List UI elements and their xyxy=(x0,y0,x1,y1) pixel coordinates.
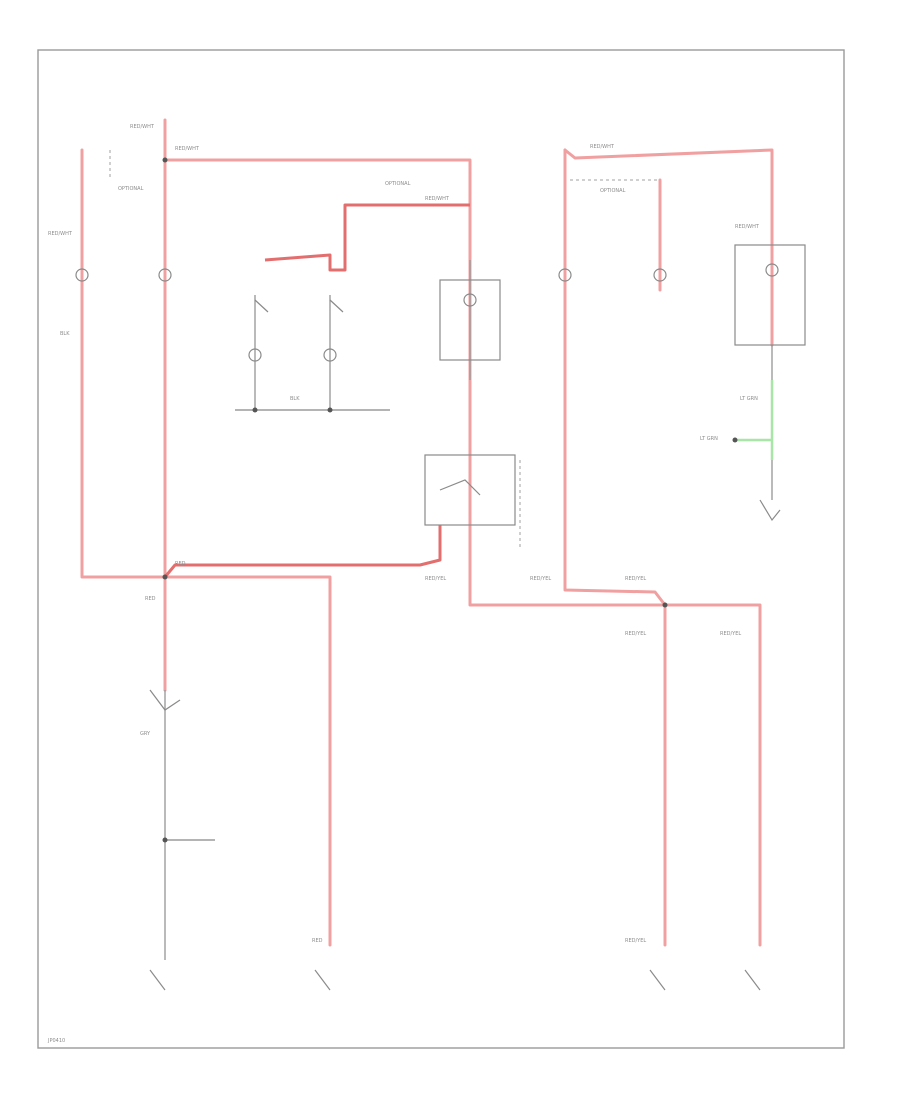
bulb-left-courtesy xyxy=(75,268,89,282)
components xyxy=(75,244,806,991)
wire-label: RED/WHT xyxy=(48,231,73,237)
wire-label: OPTIONAL xyxy=(600,188,626,194)
diagram-frame xyxy=(37,49,845,1049)
relay-bulb xyxy=(463,293,477,307)
bulb-left-courtesy-2 xyxy=(158,268,172,282)
switch-driver-door xyxy=(149,689,181,711)
wire-label: LT GRN xyxy=(700,436,718,442)
red-wire-active-upper xyxy=(264,203,470,272)
wire-label: RED xyxy=(312,938,323,944)
node-branch xyxy=(162,837,168,843)
red-wire-bottom-branch xyxy=(163,575,332,947)
bulb-center-left xyxy=(558,268,572,282)
wire-label: RED/WHT xyxy=(175,146,200,152)
wire-label: GRY xyxy=(140,731,151,737)
wire-label: RED xyxy=(175,561,186,567)
cargo-lamp-box xyxy=(734,244,806,346)
node-main-top xyxy=(162,157,168,163)
bulb-center-right xyxy=(653,268,667,282)
node-green xyxy=(732,437,738,443)
red-wire-right-run xyxy=(663,603,762,947)
wire-label: BLK xyxy=(60,331,70,337)
switch-left-door xyxy=(254,299,344,313)
cargo-bulb xyxy=(765,263,779,277)
node-left-junction xyxy=(162,574,168,580)
dashed-optional-top xyxy=(109,150,660,181)
wire-label: LT GRN xyxy=(740,396,758,402)
wire-label: RED/WHT xyxy=(590,144,615,150)
node-ground-right xyxy=(327,407,333,413)
wire-label: OPTIONAL xyxy=(118,186,144,192)
red-wire-left-trunk xyxy=(80,148,167,579)
node-right-junction xyxy=(662,602,668,608)
bulb-right-map xyxy=(323,348,337,362)
wire-label: RED/YEL xyxy=(625,938,646,944)
red-wire-top-run xyxy=(163,158,667,607)
switch-bottom-1 xyxy=(149,969,166,991)
switch-bottom-3 xyxy=(649,969,666,991)
wire-label: RED/YEL xyxy=(625,576,646,582)
bulb-left-map xyxy=(248,348,262,362)
wire-label: BLK xyxy=(290,396,300,402)
red-wires xyxy=(80,118,774,947)
page-tag: JP0410 xyxy=(47,1038,65,1044)
node-ground-left xyxy=(252,407,258,413)
switch-bottom-4 xyxy=(744,969,761,991)
tiny-labels: RED/WHT RED/WHT RED/WHT RED/WHT RED/WHT … xyxy=(48,124,760,944)
wire-label: RED/WHT xyxy=(735,224,760,230)
wire-label: RED/WHT xyxy=(425,196,450,202)
wire-label: RED/WHT xyxy=(130,124,155,130)
wire-label: RED/YEL xyxy=(720,631,741,637)
wire-label: RED/YEL xyxy=(425,576,446,582)
wire-label: RED/YEL xyxy=(625,631,646,637)
red-wire-top-right xyxy=(563,148,774,347)
red-wire-center-right xyxy=(563,148,667,947)
green-wire xyxy=(735,380,774,460)
wire-label: RED/YEL xyxy=(530,576,551,582)
red-wire-active-lower xyxy=(163,525,442,578)
switch-right-door xyxy=(759,499,781,522)
junction-nodes xyxy=(162,157,738,843)
relay-box xyxy=(439,279,501,361)
controller-box xyxy=(424,454,516,526)
switch-bottom-2 xyxy=(314,969,331,991)
wire-label: OPTIONAL xyxy=(385,181,411,187)
wire-label: RED xyxy=(145,596,156,602)
controller-switch xyxy=(439,479,481,496)
